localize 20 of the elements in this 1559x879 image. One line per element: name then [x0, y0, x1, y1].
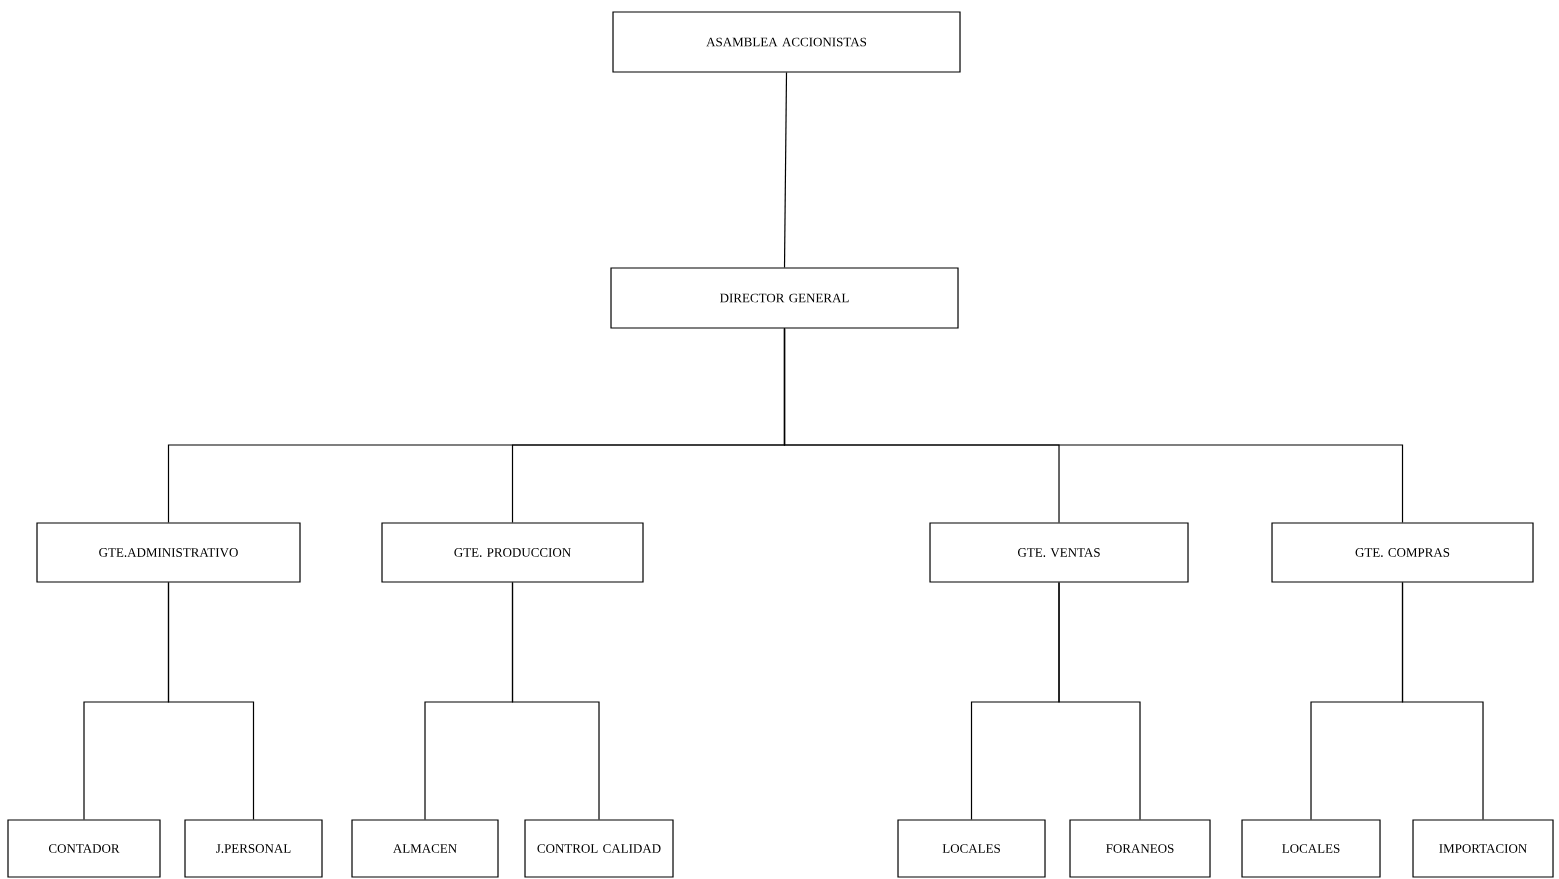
org-box: GTE.ADMINISTRATIVO — [36, 522, 301, 583]
org-box: FORANEOS — [1069, 819, 1211, 878]
org-box: LOCALES — [1241, 819, 1381, 878]
connector-line — [783, 328, 1404, 523]
org-box: DIRECTOR GENERAL — [610, 267, 959, 329]
org-box: ALMACEN — [351, 819, 499, 878]
connector-line — [511, 582, 600, 820]
org-box: GTE. COMPRAS — [1271, 522, 1534, 583]
connector-line — [783, 72, 788, 268]
connector-line — [1401, 582, 1484, 820]
org-box: ASAMBLEA ACCIONISTAS — [612, 11, 961, 73]
org-box: J.PERSONAL — [184, 819, 323, 878]
org-box: LOCALES — [897, 819, 1046, 878]
org-box: CONTADOR — [7, 819, 161, 878]
connector-line — [167, 582, 255, 820]
connector-line — [1058, 582, 1141, 820]
org-box: GTE. PRODUCCION — [381, 522, 644, 583]
org-box: GTE. VENTAS — [929, 522, 1189, 583]
org-box: CONTROL CALIDAD — [524, 819, 674, 878]
org-box: IMPORTACION — [1412, 819, 1554, 878]
